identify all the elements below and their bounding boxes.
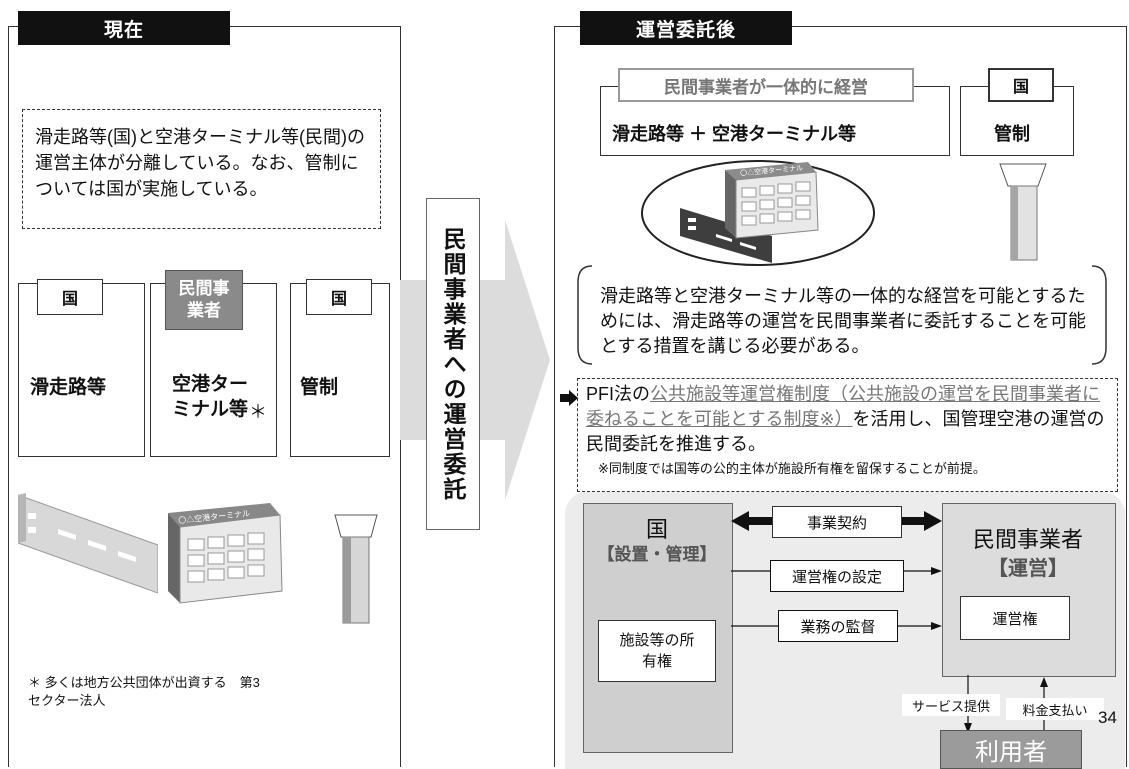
supervision-label[interactable]: 業務の監督 bbox=[778, 610, 898, 642]
runway-illustration bbox=[18, 493, 158, 594]
atc-tag: 国 bbox=[306, 279, 372, 315]
gov-ownership: 施設等の所有権 bbox=[598, 620, 716, 682]
private-group-tag: 民間事業者が一体的に経営 bbox=[618, 68, 914, 102]
right-panel bbox=[554, 26, 1127, 767]
gov-subtitle: 【設置・管理】 bbox=[597, 545, 717, 564]
vertical-caption: 民間事業者への運営委託 bbox=[426, 198, 480, 530]
runway-label: 滑走路等 bbox=[30, 377, 107, 398]
terminal-tag: 民間事業者 bbox=[165, 270, 243, 330]
page-number: 34 bbox=[1098, 708, 1117, 727]
pfi-note: ※同制度では国等の公的主体が施設所有権を留保することが前提。 bbox=[598, 461, 986, 476]
state-group-tag: 国 bbox=[988, 68, 1054, 102]
runway-tag: 国 bbox=[37, 279, 103, 315]
pfi-box bbox=[577, 378, 1118, 492]
left-footnote: ＊ 多くは地方公共団体が出資する 第3セクター法人 bbox=[28, 675, 260, 708]
contract-label[interactable]: 事業契約 bbox=[772, 506, 902, 538]
left-tab: 現在 bbox=[18, 11, 230, 45]
priv-title: 民間事業者 bbox=[972, 527, 1083, 552]
set-right-label[interactable]: 運営権の設定 bbox=[770, 560, 904, 592]
fee-label: 料金支払い bbox=[1006, 698, 1104, 720]
gov-title: 国 bbox=[645, 517, 668, 542]
bracket-statement: 滑走路等と空港ターミナル等の一体的な経営を可能とするためには、滑走路等の運営を民… bbox=[600, 286, 1086, 356]
pfi-statement-a: PFI法の bbox=[586, 384, 651, 404]
service-label: サービス提供 bbox=[902, 694, 1000, 716]
integrated-airport-illustration: 〇△空港ターミナル bbox=[641, 160, 875, 266]
pfi-statement-c: を活用し、国管理空港の運営の民間委託を推進する。 bbox=[586, 409, 1105, 454]
priv-operating-right: 運営権 bbox=[960, 596, 1070, 640]
right-tab: 運営委託後 bbox=[580, 11, 792, 45]
priv-block bbox=[942, 503, 1116, 677]
state-group-body: 管制 bbox=[994, 124, 1030, 144]
atc-label: 管制 bbox=[300, 377, 339, 398]
priv-subtitle: 【運営】 bbox=[988, 558, 1068, 580]
control-tower-icon bbox=[334, 514, 378, 624]
bracket-frame bbox=[577, 265, 1107, 365]
terminal-building-icon: 〇△空港ターミナル bbox=[168, 503, 283, 604]
pfi-statement: PFI法の公共施設等運営権制度（公共施設の運営を民間事業者に委ねることを可能とす… bbox=[586, 382, 1112, 457]
control-tower-icon-right bbox=[999, 163, 1047, 261]
asterisk-mark: ＊ bbox=[249, 402, 267, 422]
left-description: 滑走路等(国)と空港ターミナル等(民間)の運営主体が分離している。なお、管制につ… bbox=[22, 109, 381, 229]
pfi-statement-underlined: 公共施設等運営権制度（公共施設の運営を民間事業者に委ねることを可能とする制度※） bbox=[586, 384, 1101, 429]
terminal-label: 空港ターミナル等 bbox=[172, 374, 249, 420]
pointer-arrow-icon bbox=[560, 390, 578, 406]
private-group-body: 滑走路等 ＋ 空港ターミナル等 bbox=[612, 124, 857, 144]
user-box: 利用者 bbox=[940, 730, 1082, 769]
